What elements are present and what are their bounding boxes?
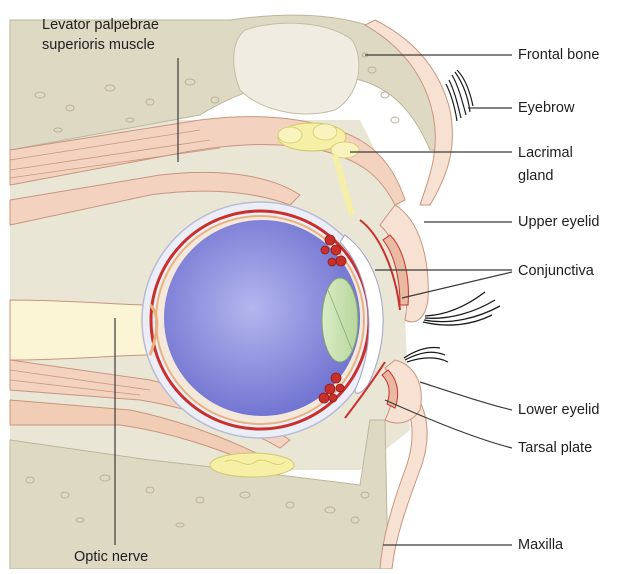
orbital-fat-pad bbox=[210, 453, 294, 477]
label-lower-eyelid: Lower eyelid bbox=[518, 401, 599, 419]
label-optic-nerve: Optic nerve bbox=[74, 548, 148, 566]
upper-eyelashes bbox=[423, 292, 500, 325]
lower-eyelashes bbox=[404, 347, 448, 362]
label-eyebrow: Eyebrow bbox=[518, 99, 574, 117]
frontal-sinus bbox=[234, 23, 359, 114]
label-levator-line1: Levator palpebrae bbox=[42, 16, 159, 34]
label-upper-eyelid: Upper eyelid bbox=[518, 213, 599, 231]
label-conjunctiva: Conjunctiva bbox=[518, 262, 594, 280]
label-maxilla: Maxilla bbox=[518, 536, 563, 554]
label-levator-line2: superioris muscle bbox=[42, 36, 155, 54]
leader-lower-eyelid bbox=[420, 382, 512, 410]
label-tarsal-plate: Tarsal plate bbox=[518, 439, 592, 457]
label-lacrimal-line1: Lacrimal bbox=[518, 144, 573, 162]
label-frontal-bone: Frontal bone bbox=[518, 46, 599, 64]
label-lacrimal-line2: gland bbox=[518, 167, 553, 185]
